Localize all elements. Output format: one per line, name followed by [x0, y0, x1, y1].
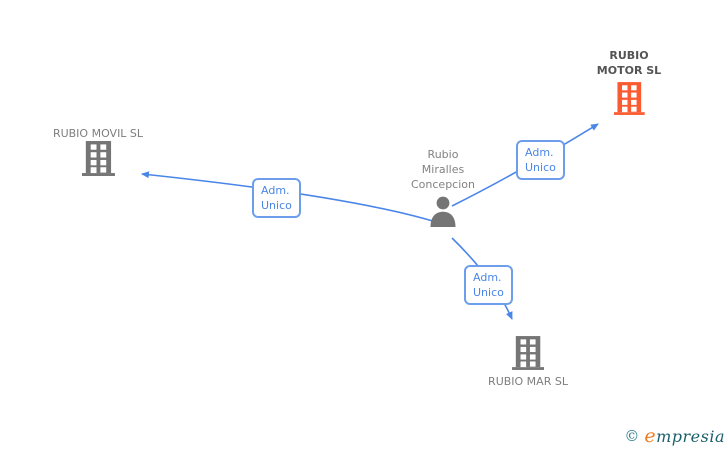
- edge-label-adm-unico-motor[interactable]: Adm. Unico: [516, 140, 565, 180]
- copyright-icon: ©: [624, 427, 640, 445]
- person-icon: [430, 196, 456, 227]
- person-node-rubio-miralles-concepcion[interactable]: Rubio Miralles Concepcion: [411, 147, 475, 227]
- edge-label-adm-unico-movil[interactable]: Adm. Unico: [252, 178, 301, 218]
- person-label: Concepcion: [411, 178, 475, 191]
- empresia-logo[interactable]: © empresia: [624, 425, 725, 447]
- brand-first-letter: e: [644, 425, 657, 447]
- company-label: MOTOR SL: [596, 64, 662, 77]
- brand-rest: mpresia: [656, 427, 725, 446]
- company-label: RUBIO: [609, 49, 649, 62]
- building-icon: [81, 141, 115, 176]
- building-icon: [512, 336, 544, 370]
- person-label: Rubio: [427, 148, 459, 161]
- company-label: RUBIO MAR SL: [488, 375, 568, 388]
- company-node-rubio-mar[interactable]: RUBIO MAR SL: [488, 335, 568, 389]
- building-icon: [613, 82, 645, 115]
- person-label: Miralles: [421, 163, 465, 176]
- brand-text: empresia: [644, 425, 725, 447]
- edge-label-adm-unico-mar[interactable]: Adm. Unico: [464, 265, 513, 305]
- company-node-rubio-motor[interactable]: RUBIO MOTOR SL: [597, 48, 661, 115]
- company-node-rubio-movil[interactable]: RUBIO MOVIL SL: [53, 126, 143, 176]
- company-label: RUBIO MOVIL SL: [52, 127, 144, 140]
- edge-person-to-movil: [141, 171, 437, 223]
